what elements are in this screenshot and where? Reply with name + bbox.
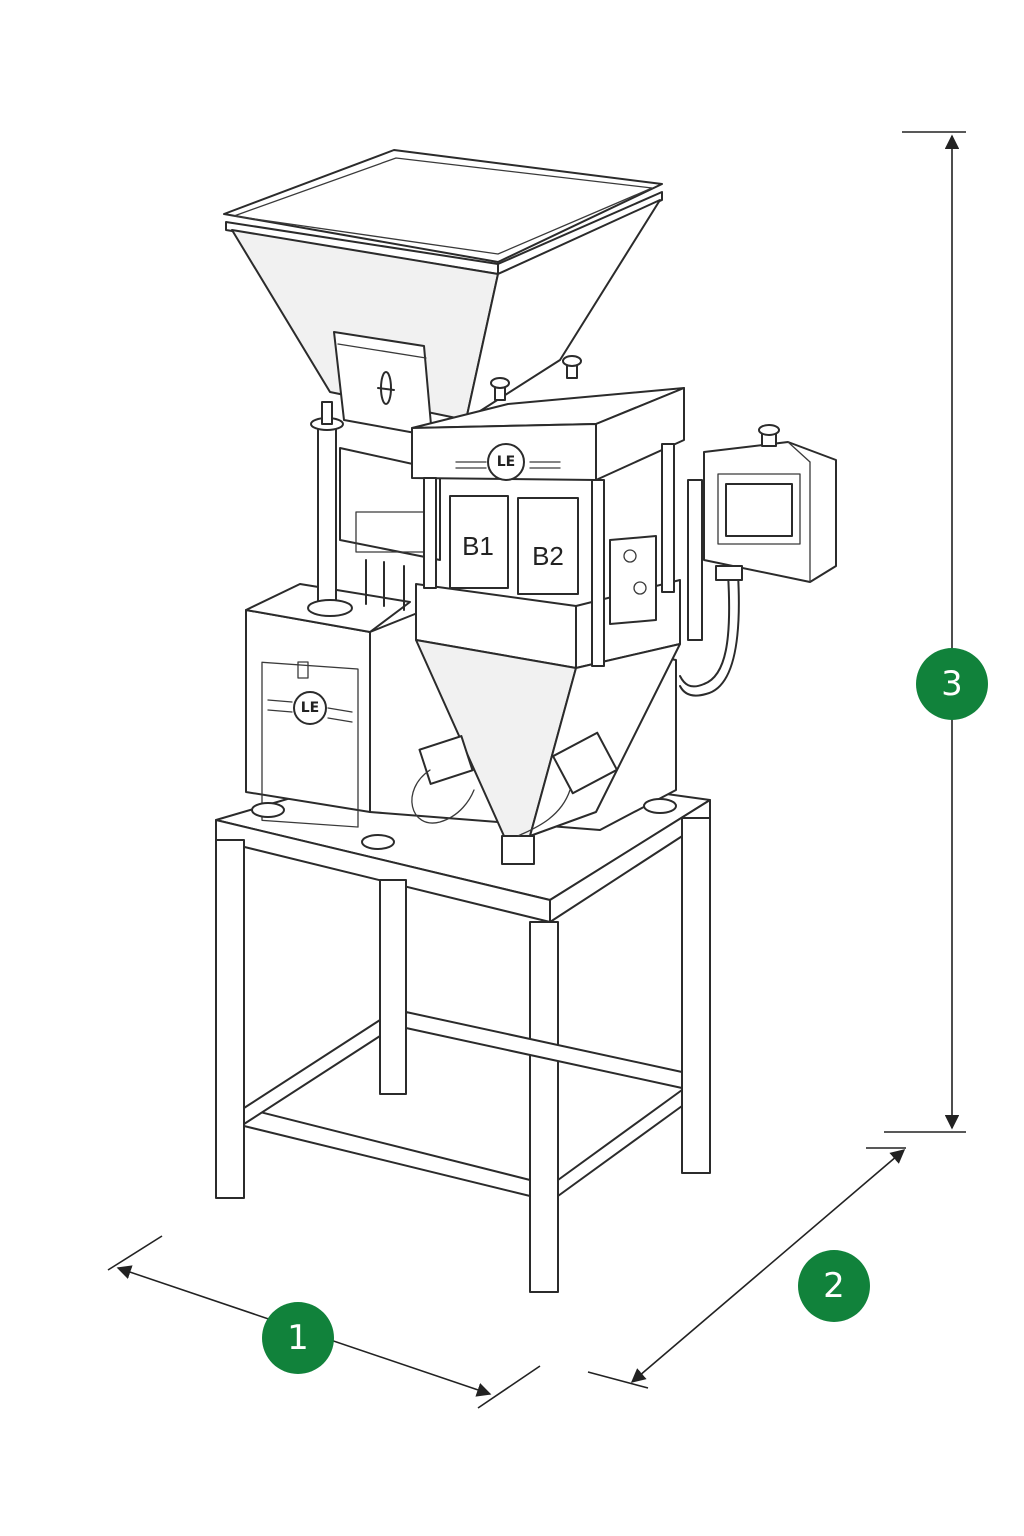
dimension-depth (587, 1147, 906, 1389)
control-screen (725, 483, 793, 537)
cabinet-logo: LE (301, 700, 319, 716)
weigh-buckets: B1 B2 (449, 495, 657, 625)
top-hopper (223, 149, 663, 421)
dimension-marker-3: 3 (916, 648, 988, 720)
support-stand (215, 759, 711, 1293)
svg-text:3: 3 (941, 664, 963, 704)
gate-plate (307, 331, 433, 617)
dimension-marker-2: 2 (798, 1250, 870, 1322)
bucket-b2-label: B2 (532, 541, 564, 571)
svg-text:1: 1 (287, 1318, 309, 1358)
dimension-marker-1: 1 (262, 1302, 334, 1374)
control-box (679, 424, 837, 697)
bucket-b1 (449, 495, 509, 589)
dimension-height (884, 131, 966, 1133)
weigher-head: LE (411, 355, 685, 667)
bucket-b1-label: B1 (462, 531, 494, 561)
bucket-b2 (517, 497, 579, 595)
head-logo: LE (497, 454, 515, 470)
svg-text:2: 2 (823, 1266, 845, 1306)
